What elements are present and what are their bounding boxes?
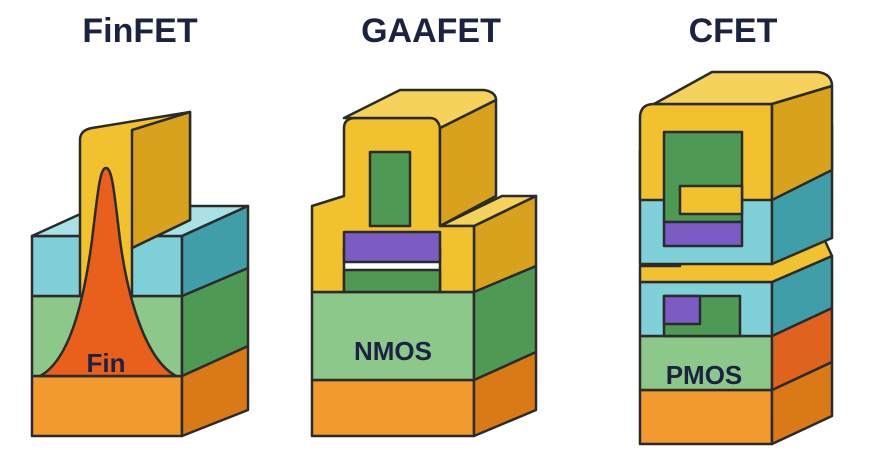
- gaafet-gate-back-top: [342, 88, 498, 130]
- cfet-lower-dielectric: [662, 294, 702, 326]
- gaafet-title: GAAFET: [361, 12, 501, 50]
- gaafet-structure: NMOS: [310, 88, 538, 438]
- gaafet-substrate-front: [310, 378, 476, 438]
- cfet-pmos-label: PMOS: [666, 360, 743, 390]
- finfet-fin-label: Fin: [87, 348, 126, 378]
- cfet-structure: PMOS: [638, 70, 834, 446]
- finfet-substrate-front: [30, 374, 184, 438]
- finfet-title: FinFET: [82, 12, 197, 50]
- cfet-upper-dielectric: [662, 220, 744, 248]
- cfet-title: CFET: [689, 12, 778, 50]
- finfet-fin: [38, 166, 178, 378]
- gaafet-nmos-label: NMOS: [354, 336, 432, 366]
- finfet-spacer-side: [180, 204, 250, 298]
- cfet-substrate-front: [638, 388, 774, 446]
- gaafet-nanosheet: [342, 230, 442, 264]
- gaafet-lower-channel: [342, 268, 442, 294]
- cfet-upper-gate-tongue: [678, 184, 744, 216]
- gaafet-inner-opening: [368, 150, 412, 228]
- finfet-gate-side: [130, 110, 192, 250]
- cfet-upper-gate-side: [770, 84, 834, 202]
- finfet-structure: Fin: [30, 110, 250, 438]
